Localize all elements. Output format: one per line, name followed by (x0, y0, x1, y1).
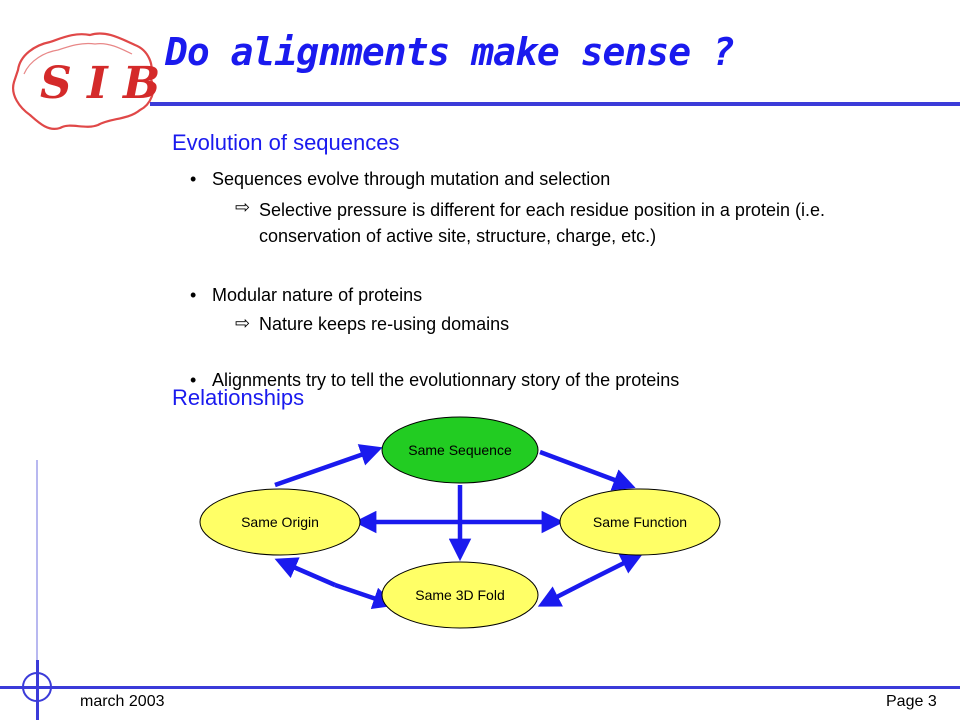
left-frame-line (36, 460, 38, 720)
bullet-text: Sequences evolve through mutation and se… (212, 169, 611, 189)
node-label: Same Sequence (408, 442, 512, 458)
node-same-origin: Same Origin (199, 488, 361, 556)
node-shape (381, 416, 539, 484)
node-shape (381, 561, 539, 629)
node-label: Same 3D Fold (415, 587, 504, 603)
arrow-fold-function-a (537, 577, 592, 607)
diagram-arrows (274, 444, 644, 610)
bullet-text: Alignments try to tell the evolutionnary… (212, 370, 680, 390)
arrow-fold-origin-b (334, 582, 396, 610)
footer-page-number: Page 3 (886, 693, 937, 710)
corner-circle-ornament (22, 672, 52, 702)
arrow-origin-to-sequence (274, 444, 383, 488)
sib-logo: S I B (12, 32, 160, 130)
sub-bullet-text: Selective pressure is different for each… (259, 200, 825, 246)
arrow-right-icon: ⇨ (235, 313, 251, 333)
title-underline (150, 102, 960, 106)
bullet-dot: • (190, 370, 197, 390)
page-title: Do alignments make sense ? (165, 30, 735, 74)
bullet-dot: • (190, 285, 197, 305)
section-heading-relationships: Relationships (172, 385, 305, 410)
node-same-3d-fold: Same 3D Fold (381, 561, 539, 629)
arrow-right-icon: ⇨ (235, 197, 251, 217)
bullet-item: • Modular nature of proteins (190, 284, 422, 307)
bullet-item: • Sequences evolve through mutation and … (190, 168, 610, 191)
footer-date: march 2003 (80, 693, 165, 710)
bullet-item: • Alignments try to tell the evolutionna… (190, 369, 679, 392)
arrow-fold-origin-a (274, 557, 336, 588)
node-shape (199, 488, 361, 556)
section-heading-evolution: Evolution of sequences (172, 130, 400, 155)
bullet-dot: • (190, 169, 197, 189)
node-same-function: Same Function (559, 488, 721, 556)
node-label: Same Origin (241, 514, 319, 530)
relationships-diagram: Same Sequence Same Origin Same Function … (199, 416, 721, 629)
switzerland-outline (12, 32, 155, 130)
node-label: Same Function (593, 514, 687, 530)
footer-rule (0, 686, 960, 689)
node-shape (559, 488, 721, 556)
sub-bullet-text: Nature keeps re-using domains (259, 314, 510, 334)
arrow-fold-function-b (588, 553, 644, 583)
logo-letters: S I B (40, 58, 160, 109)
node-same-sequence: Same Sequence (381, 416, 539, 484)
arrow-sequence-to-function (539, 449, 636, 491)
bullet-text: Modular nature of proteins (212, 285, 423, 305)
